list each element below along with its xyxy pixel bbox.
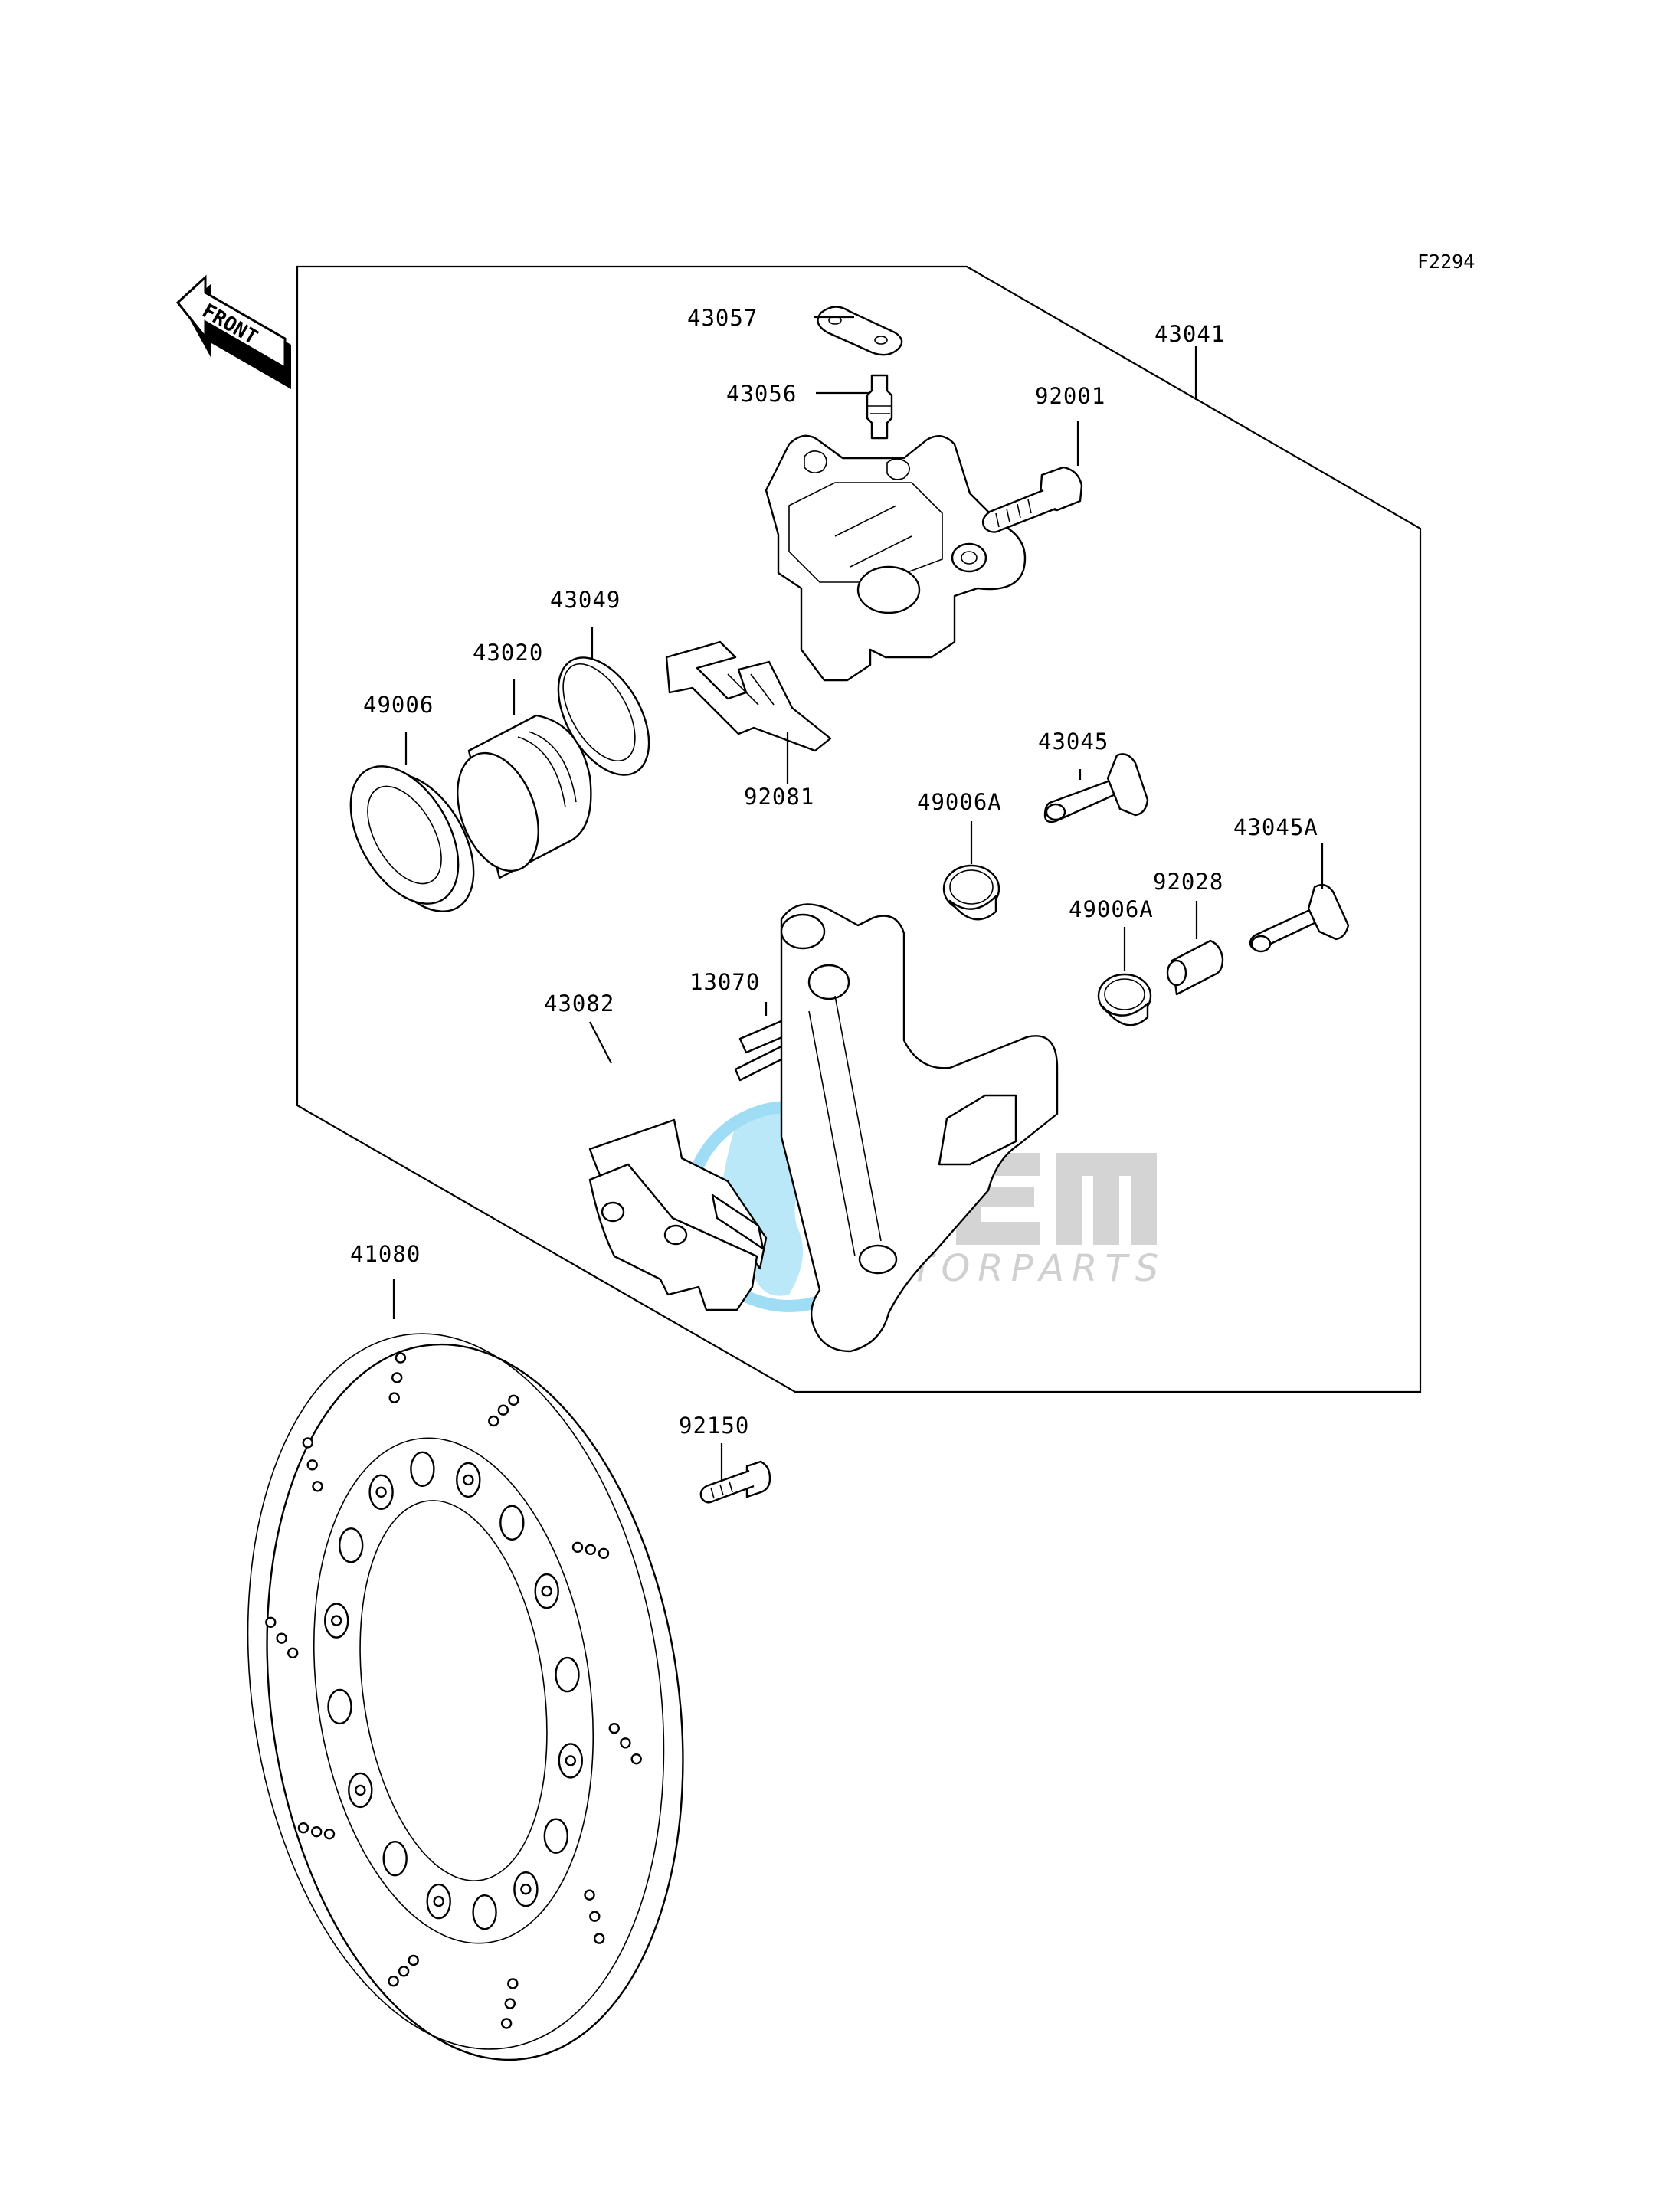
- label-43057: 43057: [687, 305, 758, 331]
- front-arrow-icon: FRONT: [175, 274, 291, 389]
- part-41080-brake-disc: [247, 1333, 684, 2061]
- label-43056: 43056: [726, 381, 797, 407]
- part-49006a-lower-boot: [1097, 973, 1152, 1026]
- part-43045a-pin: [1249, 883, 1350, 953]
- caliper-body: [765, 434, 1027, 682]
- label-43020: 43020: [473, 640, 543, 666]
- label-13070: 13070: [689, 969, 760, 995]
- label-43049: 43049: [550, 587, 621, 613]
- label-92001: 92001: [1035, 383, 1105, 409]
- label-43082: 43082: [544, 990, 614, 1017]
- part-49006a-upper-boot: [942, 864, 1000, 921]
- label-43045: 43045: [1038, 729, 1109, 755]
- figure-code: F2294: [1417, 250, 1475, 273]
- part-43082-brake-pads: [588, 1118, 768, 1311]
- part-43056-bleeder-valve: [866, 374, 893, 440]
- label-43041: 43041: [1154, 321, 1225, 347]
- part-43057-bleeder-cap: [817, 306, 903, 356]
- label-49006: 49006: [363, 692, 434, 718]
- label-92081: 92081: [744, 784, 814, 810]
- label-43045a: 43045A: [1233, 814, 1318, 840]
- part-92001-bolt: [981, 466, 1083, 533]
- label-92150: 92150: [679, 1413, 749, 1439]
- part-92028-sleeve: [1166, 939, 1224, 996]
- caliper-bracket: [780, 903, 1059, 1353]
- part-49006-seal: [349, 765, 475, 912]
- label-49006a-upper: 49006A: [917, 789, 1002, 815]
- caliper-assembly-boundary: [296, 265, 1422, 1393]
- disc-holes: [265, 1352, 642, 2029]
- label-49006a-lower: 49006A: [1069, 896, 1154, 922]
- part-92081-spring-clip: [665, 640, 832, 752]
- part-43020-piston: [457, 714, 592, 879]
- leader-lines: [392, 316, 1324, 1482]
- part-92150-disc-bolt: [699, 1460, 771, 1504]
- part-43045-pin: [1043, 753, 1149, 823]
- part-43049-ring: [557, 656, 650, 776]
- label-92028: 92028: [1153, 869, 1223, 895]
- label-41080: 41080: [350, 1241, 421, 1267]
